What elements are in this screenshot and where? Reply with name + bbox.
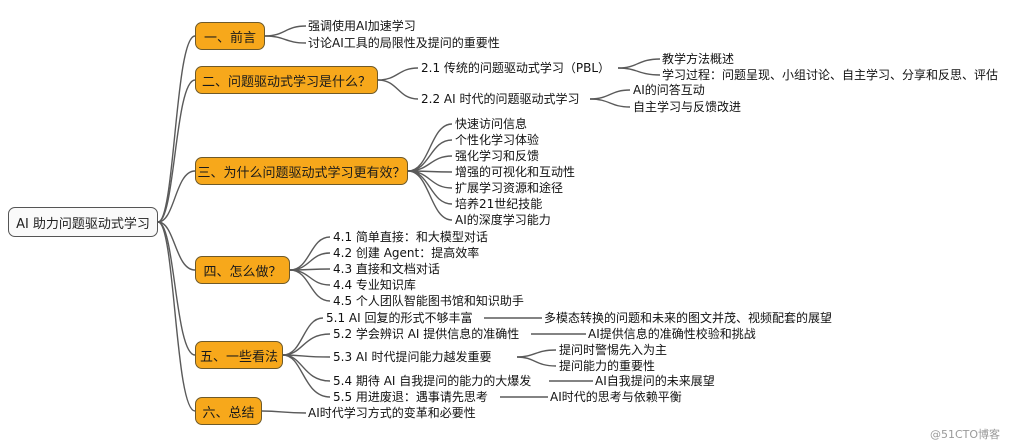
leaf-5-1-1[interactable]: 多模态转换的问题和未来的图文并茂、视频配套的展望 xyxy=(544,311,833,325)
watermark: @51CTO博客 xyxy=(930,428,1001,441)
connector-s2-a xyxy=(377,67,419,81)
connector-s4-5 xyxy=(289,269,331,302)
root-topic[interactable]: AI 助力问题驱动式学习 xyxy=(8,207,158,237)
section-summary[interactable]: 六、总结 xyxy=(195,397,262,425)
connector-root-s2 xyxy=(157,79,196,223)
leaf-5-3-1[interactable]: 提问时警惕先入为主 xyxy=(559,343,668,357)
connector-root-s6 xyxy=(157,221,196,412)
connector-root-s5 xyxy=(157,221,196,356)
topic-5-3[interactable]: 5.3 AI 时代提问能力越发重要 xyxy=(333,350,492,364)
connector-s2-b xyxy=(377,79,419,100)
connector-5-3-a xyxy=(516,349,557,358)
connector-s4-2 xyxy=(289,252,331,271)
leaf-3-3[interactable]: 强化学习和反馈 xyxy=(455,149,540,163)
connector-s3-2 xyxy=(407,139,453,172)
connector-s4-4 xyxy=(289,269,331,286)
leaf-3-2[interactable]: 个性化学习体验 xyxy=(455,133,540,147)
leaf-6-1[interactable]: AI时代学习方式的变革和必要性 xyxy=(308,406,476,420)
connector-5-3-b xyxy=(516,356,557,367)
topic-5-1[interactable]: 5.1 AI 回复的形式不够丰富 xyxy=(326,311,473,325)
connector-s5-4 xyxy=(282,354,331,382)
connector-2-1-a xyxy=(617,58,661,69)
leaf-4-4[interactable]: 4.4 专业知识库 xyxy=(333,278,416,292)
leaf-2-1-1[interactable]: 教学方法概述 xyxy=(662,52,735,66)
leaf-4-1[interactable]: 4.1 简单直接：和大模型对话 xyxy=(333,230,488,244)
topic-2-2[interactable]: 2.2 AI 时代的问题驱动式学习 xyxy=(421,92,580,106)
connector-root-s1 xyxy=(157,35,196,223)
connector-root-s4 xyxy=(157,221,196,271)
topic-5-5[interactable]: 5.5 用进废退：遇事请先思考 xyxy=(333,390,488,404)
leaf-3-1[interactable]: 快速访问信息 xyxy=(455,117,528,131)
connector-s1-b xyxy=(264,35,307,44)
connector-root-s3 xyxy=(157,170,196,223)
topic-2-1[interactable]: 2.1 传统的问题驱动式学习（PBL） xyxy=(421,61,611,75)
connector-2-2-a xyxy=(589,89,631,100)
leaf-3-7[interactable]: AI的深度学习能力 xyxy=(455,213,551,227)
connector-s3-7 xyxy=(407,170,453,221)
leaf-5-5-1[interactable]: AI时代的思考与依赖平衡 xyxy=(550,390,682,404)
section-preface[interactable]: 一、前言 xyxy=(195,22,265,50)
leaf-3-6[interactable]: 培养21世纪技能 xyxy=(455,197,543,211)
section-how-to[interactable]: 四、怎么做？ xyxy=(195,256,290,284)
connector-2-1-b xyxy=(617,67,661,76)
connector-s1-a xyxy=(264,25,307,37)
leaf-2-2-1[interactable]: AI的问答互动 xyxy=(633,83,705,97)
section-why-effective[interactable]: 三、为什么问题驱动式学习更有效？ xyxy=(195,157,408,185)
leaf-4-2[interactable]: 4.2 创建 Agent：提高效率 xyxy=(333,246,480,260)
section-opinions[interactable]: 五、一些看法 xyxy=(195,341,283,369)
leaf-3-5[interactable]: 扩展学习资源和途径 xyxy=(455,181,564,195)
leaf-2-1-2[interactable]: 学习过程：问题呈现、小组讨论、自主学习、分享和反思、评估 xyxy=(662,68,999,82)
section-what-is-pbl[interactable]: 二、问题驱动式学习是什么？ xyxy=(195,66,378,94)
leaf-1-1[interactable]: 强调使用AI加速学习 xyxy=(308,19,416,33)
leaf-4-3[interactable]: 4.3 直接和文档对话 xyxy=(333,262,440,276)
topic-5-2[interactable]: 5.2 学会辨识 AI 提供信息的准确性 xyxy=(333,327,520,341)
connector-s5-5 xyxy=(282,354,331,398)
connector-s6-1 xyxy=(261,410,307,414)
topic-5-4[interactable]: 5.4 期待 AI 自我提问的能力的大爆发 xyxy=(333,374,532,388)
leaf-5-3-2[interactable]: 提问能力的重要性 xyxy=(559,359,656,373)
connector-s5-2 xyxy=(282,333,331,356)
connector-s3-5 xyxy=(407,170,453,189)
leaf-2-2-2[interactable]: 自主学习与反馈改进 xyxy=(633,100,742,114)
leaf-5-2-1[interactable]: AI提供信息的准确性校验和挑战 xyxy=(588,327,756,341)
connector-2-2-b xyxy=(589,98,631,108)
leaf-5-4-1[interactable]: AI自我提问的未来展望 xyxy=(595,374,715,388)
leaf-3-4[interactable]: 增强的可视化和互动性 xyxy=(455,165,576,179)
leaf-1-2[interactable]: 讨论AI工具的局限性及提问的重要性 xyxy=(308,36,500,50)
leaf-4-5[interactable]: 4.5 个人团队智能图书馆和知识助手 xyxy=(333,294,524,308)
